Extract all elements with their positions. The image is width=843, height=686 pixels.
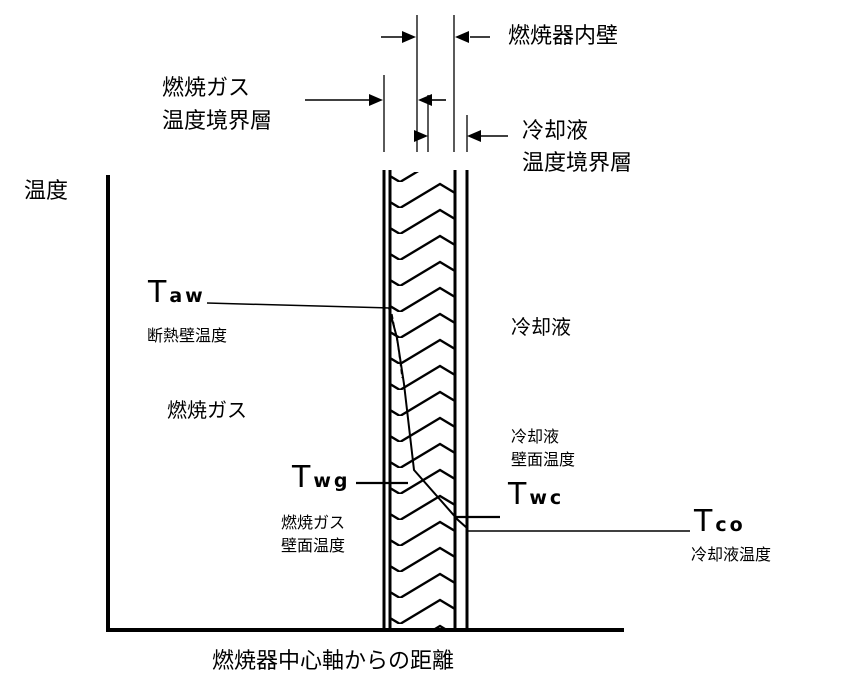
coolant-boundary-dimension-arrows xyxy=(414,130,508,142)
taw-description: 断熱壁温度 xyxy=(147,326,228,345)
twc-description-line1: 冷却液 xyxy=(511,427,560,446)
twc-sub: wc xyxy=(529,487,565,509)
tco-main: T xyxy=(694,504,713,539)
burner-inner-wall-label: 燃焼器内壁 xyxy=(508,24,619,49)
coolant-region-label: 冷却液 xyxy=(511,315,571,339)
twg-sub: wg xyxy=(313,470,351,492)
gas-boundary-layer-label-line2: 温度境界層 xyxy=(162,109,273,134)
tco-sub: co xyxy=(715,514,746,536)
gas-region-label: 燃焼ガス xyxy=(167,398,247,422)
gas-boundary-layer-label-line1: 燃焼ガス xyxy=(162,76,251,101)
taw-sub: aw xyxy=(169,285,206,307)
inner-wall-dimension-arrows xyxy=(381,31,490,43)
twg-description-line1: 燃焼ガス xyxy=(281,513,346,532)
coolant-boundary-layer-label-line1: 冷却液 xyxy=(522,119,589,144)
twg-main: T xyxy=(292,460,311,495)
taw-main: T xyxy=(148,275,167,310)
gas-boundary-dimension-arrows xyxy=(305,94,446,106)
taw-leader-line xyxy=(206,302,390,309)
twc-description-line2: 壁面温度 xyxy=(511,450,576,469)
burner-wall-hatched xyxy=(390,172,455,630)
twc-main: T xyxy=(508,477,527,512)
distance-axis-label: 燃焼器中心軸からの距離 xyxy=(212,649,455,674)
coolant-boundary-layer-label-line2: 温度境界層 xyxy=(522,151,633,176)
tco-description: 冷却液温度 xyxy=(691,545,772,564)
twg-description-line2: 壁面温度 xyxy=(281,536,346,555)
temperature-profile-dash xyxy=(391,313,403,379)
temperature-axis-label: 温度 xyxy=(24,179,69,204)
